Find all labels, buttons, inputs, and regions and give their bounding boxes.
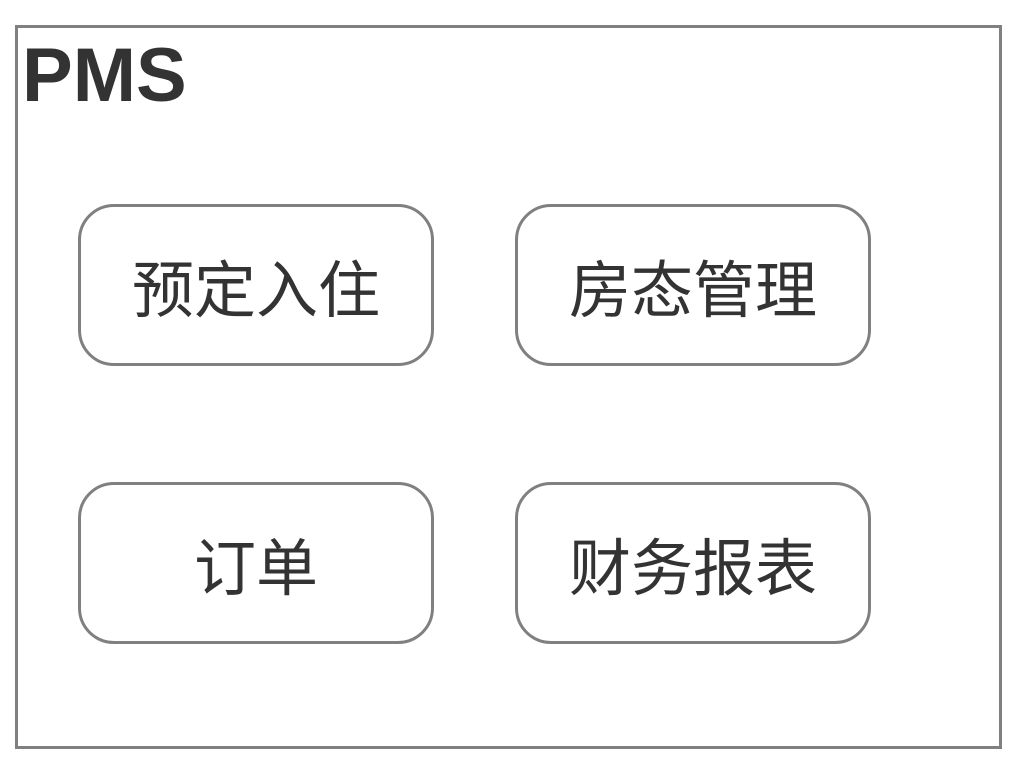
orders-button[interactable]: 订单 [78,482,434,644]
room-status-button[interactable]: 房态管理 [515,204,871,366]
app-window [15,25,1002,749]
booking-checkin-button[interactable]: 预定入住 [78,204,434,366]
financial-reports-button[interactable]: 财务报表 [515,482,871,644]
app-title: PMS [22,33,187,118]
